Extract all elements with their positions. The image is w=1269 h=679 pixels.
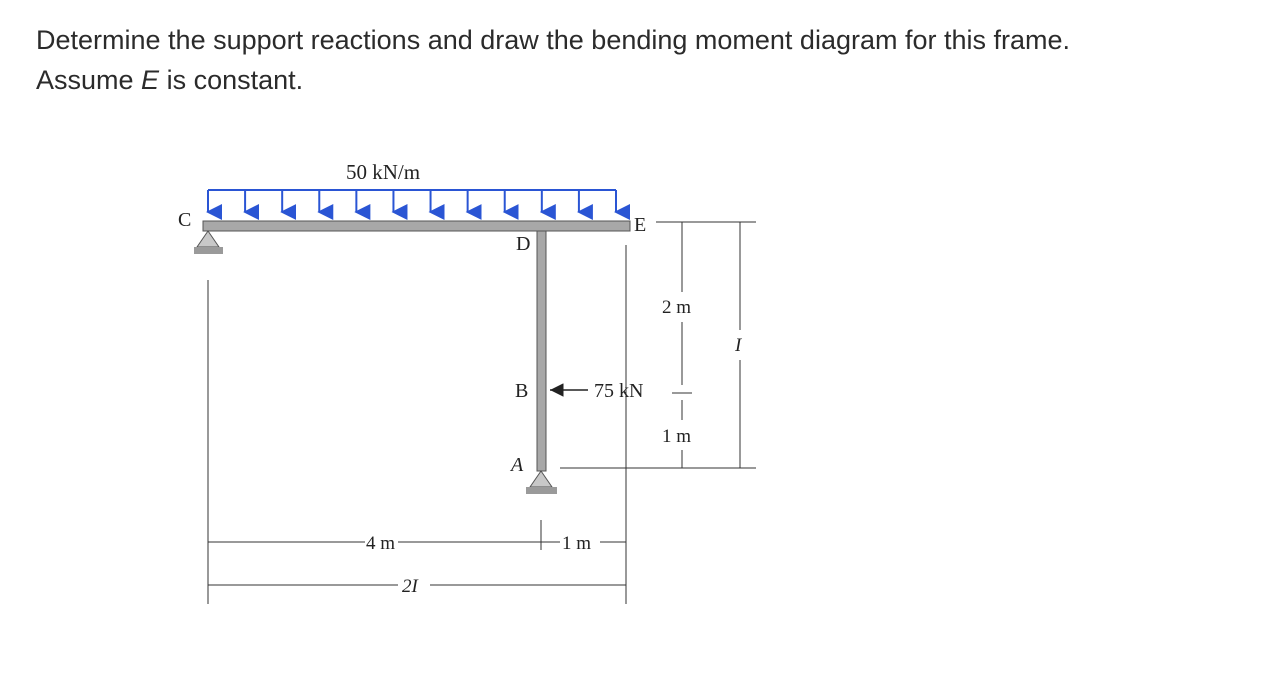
beam-member bbox=[202, 220, 631, 232]
problem-statement: Determine the support reactions and draw… bbox=[36, 20, 1256, 100]
point-load-label: 75 kN bbox=[594, 380, 643, 402]
node-label-c: C bbox=[178, 209, 191, 231]
column-member bbox=[536, 230, 547, 472]
load-label: 50 kN/m bbox=[346, 160, 420, 184]
modulus-variable: E bbox=[141, 65, 160, 95]
node-label-b: B bbox=[515, 380, 528, 402]
dim-label-bd: 2 m bbox=[662, 297, 691, 318]
node-label-d: D bbox=[516, 233, 530, 255]
pin-support-a bbox=[526, 470, 557, 494]
node-label-a: A bbox=[509, 454, 524, 476]
dimension-lines bbox=[207, 221, 756, 604]
load-arrows bbox=[206, 190, 630, 220]
dim-label-beam-2i: 2I bbox=[402, 576, 420, 597]
problem-line-2: Assume E is constant. bbox=[36, 65, 304, 95]
distributed-load: 50 kN/m bbox=[206, 160, 630, 220]
dim-label-ab: 1 m bbox=[662, 426, 691, 447]
point-load-b: 75 kN bbox=[550, 380, 643, 402]
node-label-e: E bbox=[634, 214, 646, 236]
problem-line-1: Determine the support reactions and draw… bbox=[36, 25, 1071, 55]
pin-support-c bbox=[194, 230, 223, 254]
dim-label-column-i: I bbox=[734, 335, 743, 356]
dim-label-de: 1 m bbox=[562, 533, 591, 554]
dim-label-cd: 4 m bbox=[366, 533, 395, 554]
